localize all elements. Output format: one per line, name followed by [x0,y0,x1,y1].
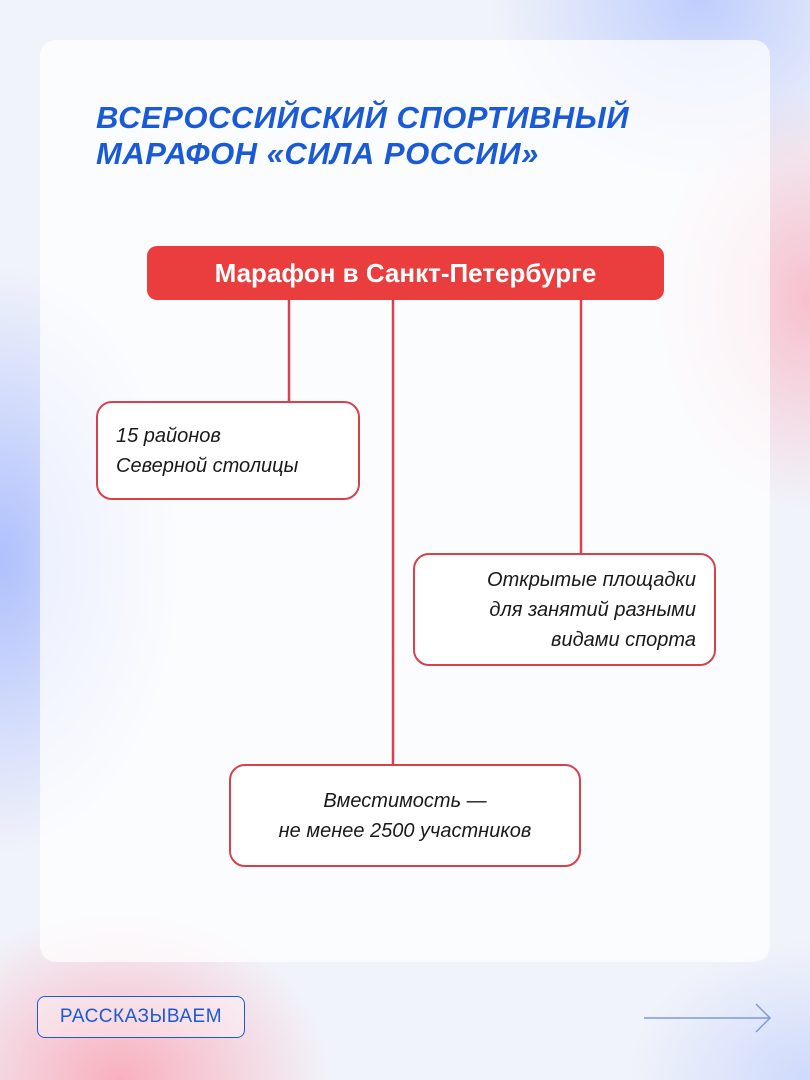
node-districts-line-1: 15 районов [116,424,221,447]
arrow-right-icon[interactable] [644,1000,774,1036]
main-node-label: Марафон в Санкт-Петербурге [214,257,597,288]
node-capacity: Вместимость — не менее 2500 участников [229,764,581,867]
node-capacity-line-1: Вместимость — [323,789,487,812]
page-title: ВСЕРОССИЙСКИЙ СПОРТИВНЫЙ МАРАФОН «СИЛА Р… [96,100,629,172]
main-node: Марафон в Санкт-Петербурге [147,246,664,300]
node-venues-line-2: для занятий разными [489,598,696,621]
node-capacity-line-2: не менее 2500 участников [278,819,532,842]
node-venues-line-3: видами спорта [551,628,696,651]
node-districts-line-2: Северной столицы [116,454,299,477]
node-districts: 15 районов Северной столицы [96,401,360,500]
node-venues-line-1: Открытые площадки [487,568,696,591]
title-line-1: ВСЕРОССИЙСКИЙ СПОРТИВНЫЙ [96,100,630,135]
footer-badge[interactable]: РАССКАЗЫВАЕМ [37,996,245,1038]
footer-badge-label: РАССКАЗЫВАЕМ [59,1006,223,1027]
title-line-2: МАРАФОН «СИЛА РОССИИ» [96,136,539,171]
node-venues: Открытые площадки для занятий разными ви… [413,553,716,666]
